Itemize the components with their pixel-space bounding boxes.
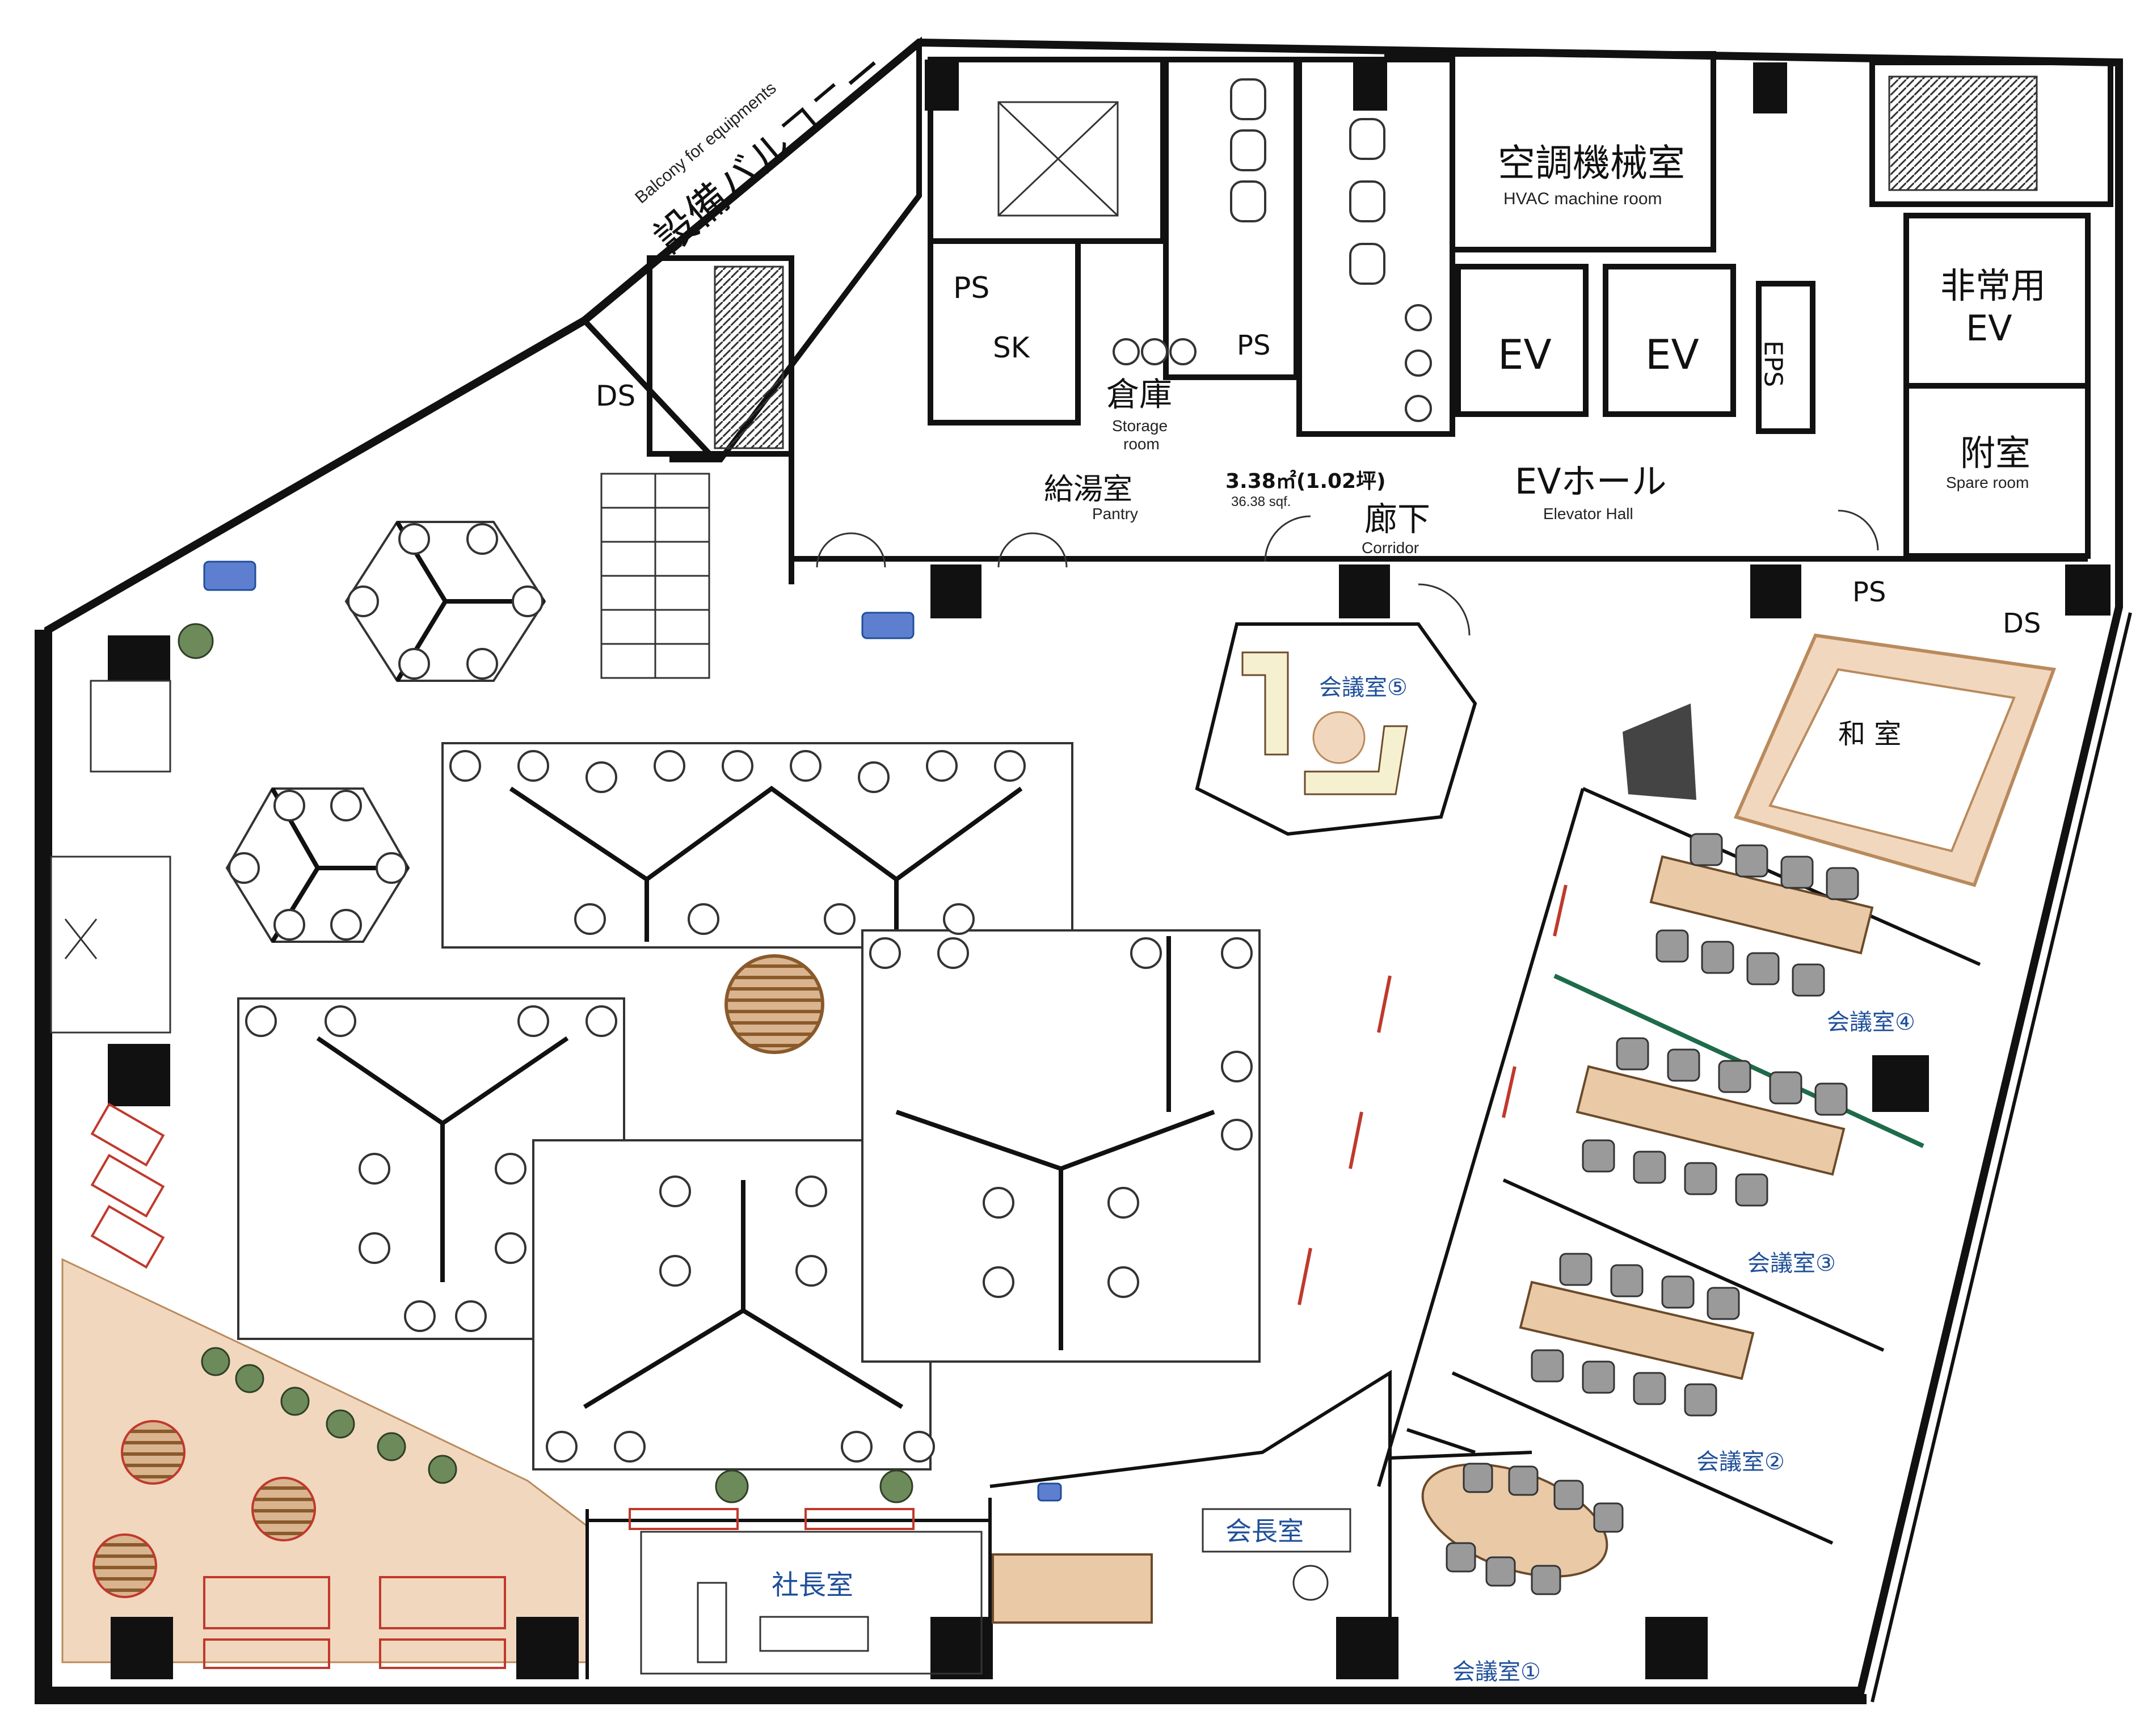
chairman-room-label: 会長室 [1225, 1516, 1304, 1547]
glass-partitions [1298, 884, 1568, 1305]
storage-label: 倉庫 [1106, 375, 1172, 414]
storage-shelving [600, 473, 710, 679]
ev-hall-english-label: Elevator Hall [1543, 505, 1633, 523]
pantry-english-label: Pantry [1092, 505, 1138, 523]
meeting-room-2-label: 会議室② [1696, 1449, 1785, 1475]
eps-label: EPS [1759, 340, 1788, 387]
japanese-room: 和 室 [1733, 633, 2057, 887]
hvac-room-english-label: HVAC machine room [1503, 189, 1662, 208]
meeting-chairs [1446, 833, 1859, 1595]
ps-label-1: PS [953, 271, 989, 305]
meeting-room-3-label: 会議室③ [1747, 1250, 1836, 1276]
equipment-icons [203, 561, 1062, 1502]
spare-room-label: 附室 [1960, 432, 2031, 474]
plants [178, 623, 913, 1503]
sanitary-fixtures [1113, 78, 1432, 422]
workstation-pods [225, 520, 1261, 1470]
bottom-office-walls [585, 1370, 1532, 1679]
left-cabinets [50, 680, 171, 1034]
meeting-room-5 [1195, 622, 1477, 836]
central-round-table [724, 954, 824, 1054]
area-label: 3.38㎡(1.02坪) [1225, 469, 1386, 493]
president-room: 社長室 [640, 1531, 983, 1675]
chairman-room: 会長室 [992, 1508, 1351, 1624]
ds-label-1: DS [596, 380, 635, 412]
ps-label-2: PS [1237, 330, 1270, 361]
emergency-ev-label-2: EV [1966, 307, 2012, 349]
sk-label: SK [993, 331, 1030, 364]
emergency-ev-label-1: 非常用 [1940, 265, 2046, 306]
elevator-2-label: EV [1645, 331, 1699, 378]
japanese-room-label: 和 室 [1838, 718, 1901, 750]
core-walls [582, 36, 2113, 584]
meeting-room-5-label: 会議室⑤ [1319, 675, 1408, 701]
red-accent-furniture [90, 1102, 915, 1669]
ps-label-3: PS [1852, 576, 1886, 608]
elevator-1-label: EV [1498, 331, 1552, 378]
ev-hall-label: EVホール [1515, 461, 1667, 502]
pantry-label: 給湯室 [1044, 473, 1132, 507]
meeting-room-1-label: 会議室① [1452, 1659, 1541, 1685]
lounge-round-tables [92, 1420, 316, 1598]
area-sqf-label: 36.38 sqf. [1231, 494, 1291, 509]
corridor-label: 廊下 [1364, 500, 1430, 538]
storage-english-label-1: Storage [1112, 417, 1168, 435]
president-room-label: 社長室 [772, 1569, 853, 1601]
meeting-room-4-label: 会議室④ [1827, 1009, 1915, 1035]
hvac-room-label: 空調機械室 [1498, 141, 1685, 185]
ds-label-2: DS [2003, 608, 2041, 639]
doors [816, 509, 1879, 636]
workstation-chairs [228, 523, 1253, 1463]
stairs [714, 75, 2038, 449]
storage-english-label-2: room [1123, 435, 1160, 453]
spare-room-english-label: Spare room [1946, 474, 2029, 491]
corridor-english-label: Corridor [1362, 539, 1419, 557]
rock-garden [1623, 703, 1696, 800]
meeting-room-labels: 会議室⑤ 会議室④ 会議室③ 会議室② 会議室① [1319, 675, 1915, 1685]
